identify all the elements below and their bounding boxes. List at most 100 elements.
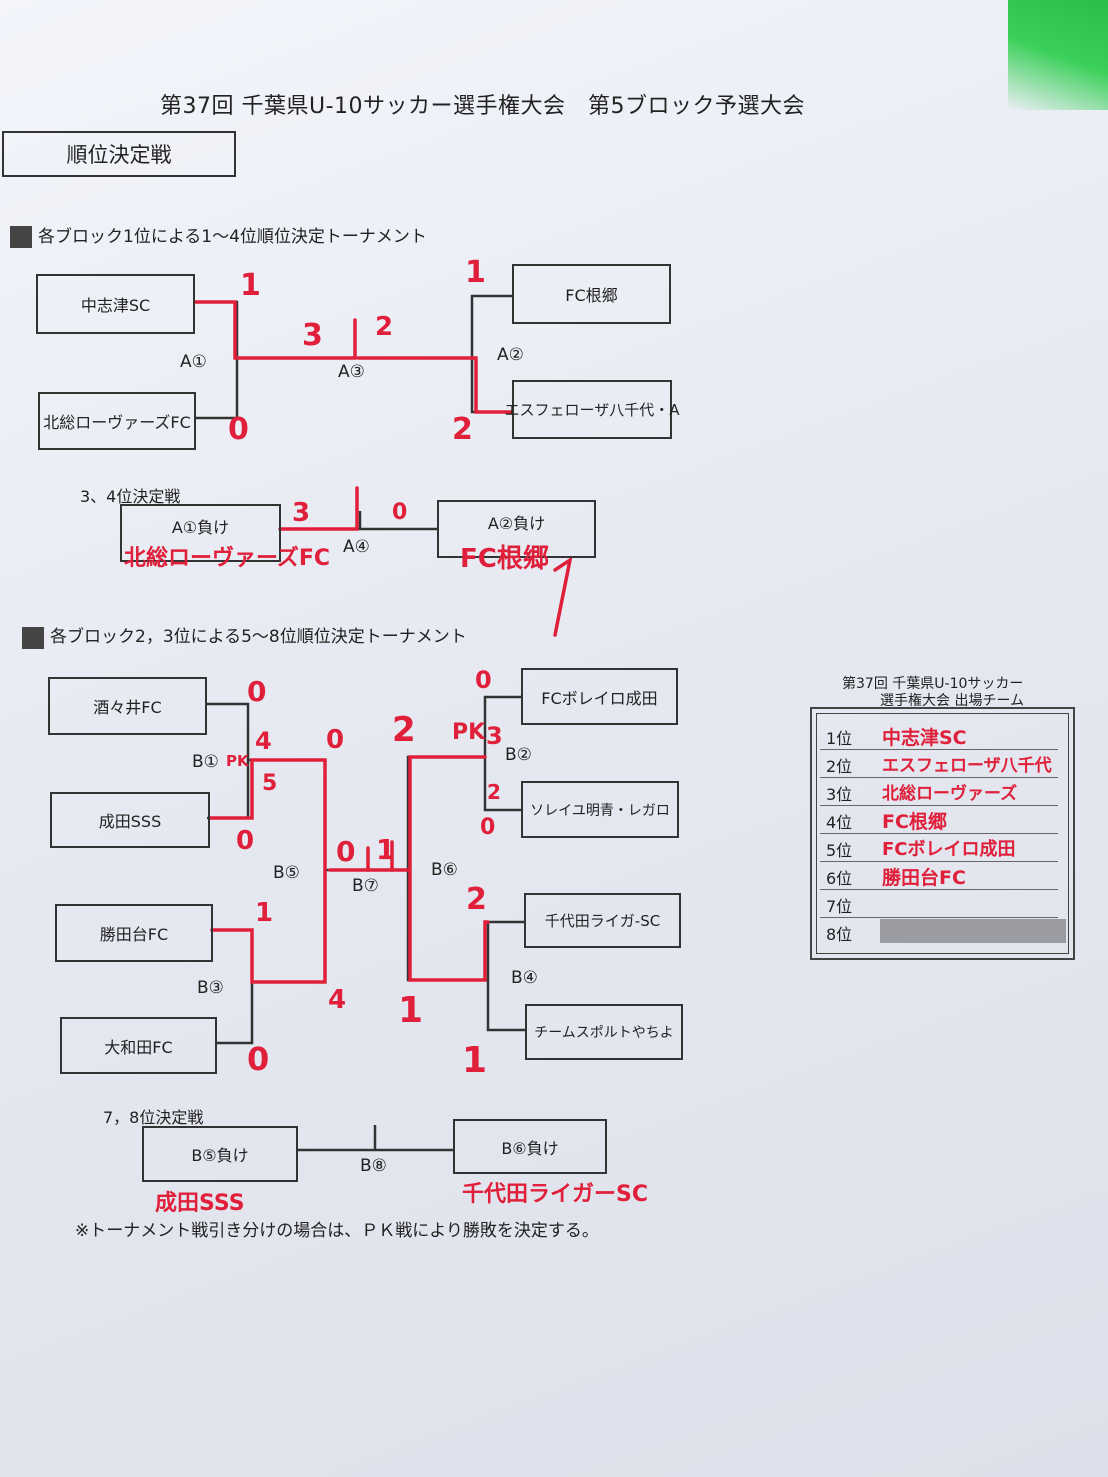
footnote: ※トーナメント戦引き分けの場合は、ＰＫ戦により勝敗を決定する。 bbox=[75, 1221, 599, 1241]
team-box-shisui: 酒々井FC bbox=[48, 677, 207, 735]
score-a1-top: 1 bbox=[240, 268, 261, 303]
team-name: ソレイユ明青・レガロ bbox=[530, 802, 670, 819]
ranking-row: 4位 FC根郷 bbox=[820, 805, 1058, 834]
rank-position: 1位 bbox=[826, 729, 853, 748]
score-b2-top: 0 bbox=[475, 666, 492, 694]
match-label-b1: B① bbox=[192, 752, 219, 772]
match-label-b8: B⑧ bbox=[360, 1156, 387, 1176]
score-a3-right: 2 bbox=[375, 312, 394, 342]
match-label-b6: B⑥ bbox=[431, 860, 458, 880]
team-box-katsutadai: 勝田台FC bbox=[55, 904, 213, 962]
b6-loser-box: B⑥負け bbox=[453, 1119, 607, 1174]
rank-team: 中志津SC bbox=[882, 727, 967, 749]
team-name: 大和田FC bbox=[104, 1037, 173, 1057]
match-label-a4: A④ bbox=[343, 537, 370, 557]
ranking-row: 8位 bbox=[820, 917, 1066, 945]
rank-team: FCボレイロ成田 bbox=[882, 839, 1016, 860]
rank-position: 3位 bbox=[826, 785, 853, 804]
score-b3-top: 1 bbox=[255, 898, 274, 928]
team-box-sport-yachiyo: チームスポルトやちよ bbox=[525, 1004, 683, 1060]
score-b2-pk-bottom: 2 bbox=[487, 780, 501, 804]
score-b5-top: 0 bbox=[326, 725, 345, 755]
ranking-row: 5位 FCボレイロ成田 bbox=[820, 833, 1058, 862]
score-a1-bottom: 0 bbox=[228, 412, 249, 447]
rank-position: 8位 bbox=[826, 925, 853, 944]
team-box-fc-nego: FC根郷 bbox=[512, 264, 671, 324]
rank-team: エスフェローザ八千代 bbox=[882, 756, 1052, 776]
team-box-soleil: ソレイユ明青・レガロ bbox=[521, 781, 679, 838]
heading-square-icon bbox=[22, 627, 44, 649]
team-box-boleiro: FCボレイロ成田 bbox=[521, 668, 678, 725]
team-name: エスフェローザ八千代・A bbox=[504, 401, 680, 419]
handwritten-b6-loser: 千代田ライガーSC bbox=[462, 1182, 648, 1207]
team-box-narita-sss: 成田SSS bbox=[50, 792, 210, 848]
score-a4-left: 3 bbox=[292, 498, 311, 528]
tournament-a-heading: 各ブロック1位による1～4位順位決定トーナメント bbox=[38, 227, 427, 247]
handwritten-b5-loser: 成田SSS bbox=[155, 1191, 245, 1216]
match-label-b3: B③ bbox=[197, 978, 224, 998]
score-a3-left: 3 bbox=[302, 318, 323, 353]
rank-position: 2位 bbox=[826, 757, 853, 776]
match-label-b5: B⑤ bbox=[273, 863, 300, 883]
ranking-table-inner bbox=[816, 713, 1069, 954]
handwritten-a1-loser: 北総ローヴァーズFC bbox=[124, 546, 331, 571]
match-label-a3: A③ bbox=[338, 362, 365, 382]
a1-loser-box: A①負け bbox=[120, 504, 281, 562]
match-label-b2: B② bbox=[505, 745, 532, 765]
ranking-row: 7位 bbox=[820, 889, 1058, 918]
handwritten-a2-loser: FC根郷 bbox=[460, 544, 549, 574]
team-box-owada: 大和田FC bbox=[60, 1017, 217, 1074]
a1-loser-label: A①負け bbox=[171, 518, 230, 537]
page-title: 第37回 千葉県U-10サッカー選手権大会 第5ブロック予選大会 bbox=[160, 94, 806, 119]
rank-team: FC根郷 bbox=[882, 811, 947, 833]
score-b6-bottom: 1 bbox=[398, 990, 424, 1031]
score-b1-top: 0 bbox=[247, 675, 267, 708]
team-name: 北総ローヴァーズFC bbox=[43, 413, 191, 432]
rank-team: 北総ローヴァーズ bbox=[882, 784, 1018, 804]
ranking-table: 1位 中志津SC 2位 エスフェローザ八千代 3位 北総ローヴァーズ 4位 FC… bbox=[810, 707, 1075, 960]
score-b7-left: 0 bbox=[336, 835, 356, 868]
score-b2-bottom: 0 bbox=[480, 815, 496, 840]
rank-position: 6位 bbox=[826, 869, 853, 888]
team-name: 勝田台FC bbox=[99, 925, 169, 944]
score-b3-bottom: 0 bbox=[247, 1040, 270, 1078]
match-label-a1: A① bbox=[180, 352, 207, 372]
score-b5-bottom: 4 bbox=[328, 985, 347, 1015]
background-green-corner bbox=[1008, 0, 1108, 110]
score-b6-top: 2 bbox=[392, 710, 416, 750]
team-name: FCボレイロ成田 bbox=[541, 688, 658, 708]
team-name: FC根郷 bbox=[565, 286, 618, 305]
rank-shaded-cell bbox=[880, 919, 1066, 943]
score-b4-top: 2 bbox=[466, 882, 487, 917]
rank-position: 5位 bbox=[826, 841, 853, 860]
rank-position: 4位 bbox=[826, 813, 853, 832]
score-b2-pk-top: 3 bbox=[486, 722, 503, 750]
score-b1-pk-bottom: 5 bbox=[262, 771, 278, 796]
b5-loser-box: B⑤負け bbox=[142, 1126, 298, 1182]
ranking-row: 3位 北総ローヴァーズ bbox=[820, 777, 1058, 806]
third-place-label: 3、4位決定戦 bbox=[80, 487, 181, 506]
team-name: 成田SSS bbox=[98, 812, 162, 831]
team-name: 千代田ライガ-SC bbox=[544, 912, 661, 930]
seventh-place-label: 7，8位決定戦 bbox=[103, 1108, 204, 1127]
score-b7-right: 1 bbox=[376, 833, 396, 866]
rank-position: 7位 bbox=[826, 897, 853, 916]
team-name: チームスポルトやちよ bbox=[534, 1025, 674, 1041]
team-box-hokuso: 北総ローヴァーズFC bbox=[38, 392, 196, 450]
score-b4-bottom: 1 bbox=[462, 1040, 488, 1081]
match-label-b4: B④ bbox=[511, 968, 538, 988]
ranking-row: 1位 中志津SC bbox=[820, 721, 1058, 750]
tournament-b-heading: 各ブロック2，3位による5～8位順位決定トーナメント bbox=[50, 627, 467, 647]
team-name: 中志津SC bbox=[80, 296, 151, 315]
team-box-nakashizu: 中志津SC bbox=[36, 274, 195, 334]
heading-square-icon bbox=[10, 226, 32, 248]
score-b2-pk: PK bbox=[452, 720, 486, 745]
score-b1-bottom: 0 bbox=[236, 826, 255, 856]
ranking-row: 2位 エスフェローザ八千代 bbox=[820, 749, 1058, 778]
ranking-row: 6位 勝田台FC bbox=[820, 861, 1058, 890]
match-label-a2: A② bbox=[497, 345, 524, 365]
b5-loser-label: B⑤負け bbox=[191, 1146, 249, 1165]
section-title-box: 順位決定戦 bbox=[2, 131, 236, 177]
